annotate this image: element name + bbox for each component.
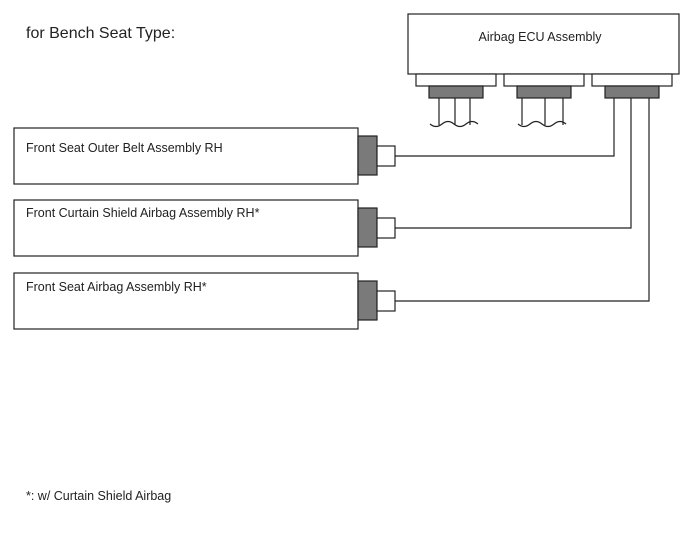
ecu-label: Airbag ECU Assembly — [479, 30, 603, 44]
component-label-2: Front Curtain Shield Airbag Assembly RH* — [26, 206, 260, 220]
ecu-connector-3 — [591, 73, 673, 99]
footnote: *: w/ Curtain Shield Airbag — [26, 489, 171, 503]
component-plug-2 — [357, 207, 378, 248]
ecu-connector-1 — [415, 73, 497, 128]
wire-seat-airbag — [395, 98, 650, 302]
front-seat-airbag-assembly: Front Seat Airbag Assembly RH* — [13, 272, 396, 330]
component-plug-3 — [357, 280, 378, 321]
diagram-heading: for Bench Seat Type: — [26, 25, 175, 42]
component-label-3: Front Seat Airbag Assembly RH* — [26, 280, 207, 294]
ecu-connector-2 — [503, 73, 585, 128]
ecu-body — [407, 13, 680, 75]
component-socket-1 — [376, 145, 396, 167]
wire-outer-belt — [395, 98, 615, 157]
front-curtain-shield-airbag-assembly: Front Curtain Shield Airbag Assembly RH* — [13, 199, 396, 257]
component-socket-2 — [376, 217, 396, 239]
airbag-ecu-assembly: Airbag ECU Assembly — [407, 13, 680, 128]
component-socket-3 — [376, 290, 396, 312]
component-plug-1 — [357, 135, 378, 176]
front-seat-outer-belt-assembly: Front Seat Outer Belt Assembly RH — [13, 127, 396, 185]
wire-curtain-shield — [395, 98, 632, 229]
component-label-1: Front Seat Outer Belt Assembly RH — [26, 141, 223, 155]
